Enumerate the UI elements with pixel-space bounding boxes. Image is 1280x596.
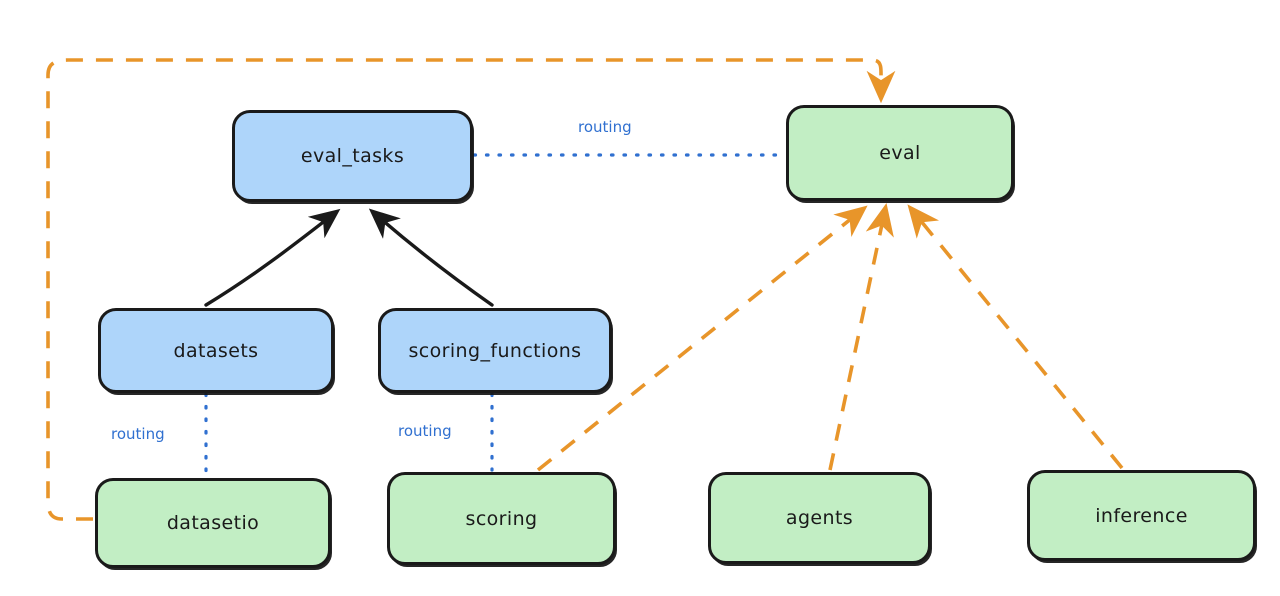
- edge-scoring-to-eval: [536, 205, 868, 472]
- edge-label-routing-eval-tasks-eval: routing: [578, 118, 632, 136]
- node-eval-tasks[interactable]: eval_tasks: [232, 110, 473, 202]
- node-label-datasetio: datasetio: [166, 512, 260, 534]
- edge-scoring-functions-to-eval-tasks: [368, 208, 494, 307]
- edge-label-routing-scoring-functions-scoring: routing: [398, 422, 452, 440]
- node-label-eval-tasks: eval_tasks: [300, 145, 405, 167]
- edge-label-routing-datasets-datasetio: routing: [111, 425, 165, 443]
- node-label-agents: agents: [785, 507, 854, 529]
- node-label-scoring: scoring: [465, 507, 538, 530]
- node-agents[interactable]: agents: [708, 472, 931, 564]
- edge-agents-to-eval: [828, 202, 894, 471]
- node-eval[interactable]: eval: [786, 105, 1014, 201]
- node-label-datasets: datasets: [173, 339, 259, 362]
- node-label-scoring-functions: scoring_functions: [408, 339, 582, 362]
- node-label-eval: eval: [879, 142, 921, 164]
- edge-datasets-to-eval-tasks: [204, 208, 341, 307]
- node-datasets[interactable]: datasets: [98, 308, 334, 393]
- node-datasetio[interactable]: datasetio: [95, 478, 331, 568]
- node-label-inference: inference: [1095, 504, 1188, 527]
- edge-datasetio-to-eval: [46, 58, 896, 521]
- node-scoring-functions[interactable]: scoring_functions: [378, 308, 612, 393]
- edge-inference-to-eval: [907, 204, 1124, 470]
- node-scoring[interactable]: scoring: [387, 472, 616, 565]
- node-inference[interactable]: inference: [1027, 470, 1256, 561]
